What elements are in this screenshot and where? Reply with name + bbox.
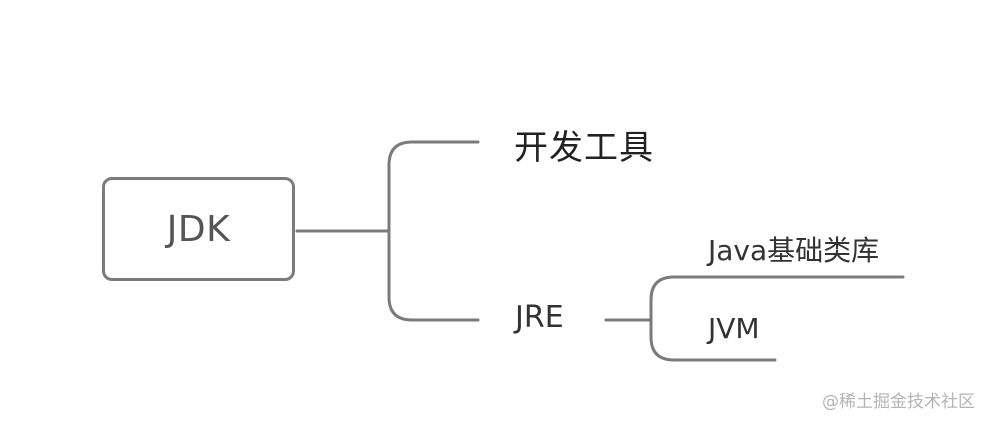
jvm-node-label: JVM bbox=[708, 312, 760, 345]
java-class-library-node-label: Java基础类库 bbox=[708, 234, 880, 267]
jre-bracket bbox=[649, 275, 905, 362]
jre-node-label: JRE bbox=[515, 300, 564, 335]
root-bracket bbox=[387, 140, 480, 322]
jdk-node: JDK bbox=[102, 177, 295, 281]
devtools-node-label: 开发工具 bbox=[514, 128, 654, 168]
jdk-label: JDK bbox=[166, 208, 231, 250]
watermark: @稀土掘金技术社区 bbox=[822, 392, 975, 412]
